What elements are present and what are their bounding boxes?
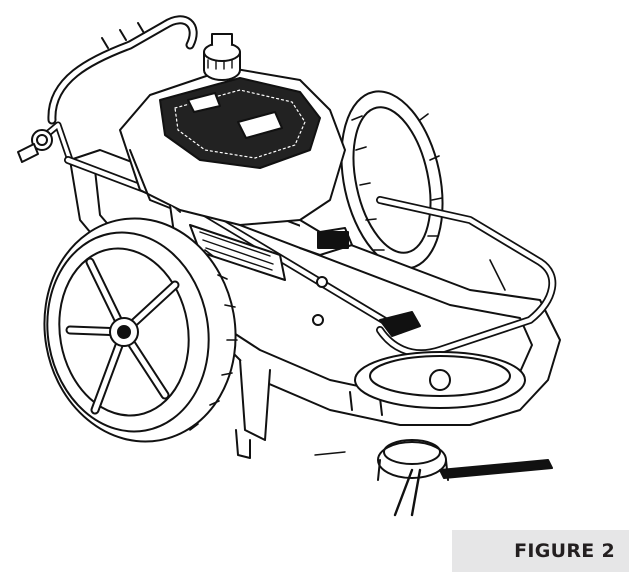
handle-knob-left <box>17 129 53 163</box>
trimmer-head <box>314 311 553 517</box>
mower-illustration <box>17 15 561 517</box>
engine <box>119 67 353 281</box>
frame-details <box>235 259 506 459</box>
figure-caption-box: FIGURE 2 <box>452 530 629 572</box>
rear-right-wheel <box>340 90 444 270</box>
fuel-cap <box>203 33 241 81</box>
front-left-wheel <box>43 217 238 443</box>
figure-caption: FIGURE 2 <box>514 540 615 562</box>
